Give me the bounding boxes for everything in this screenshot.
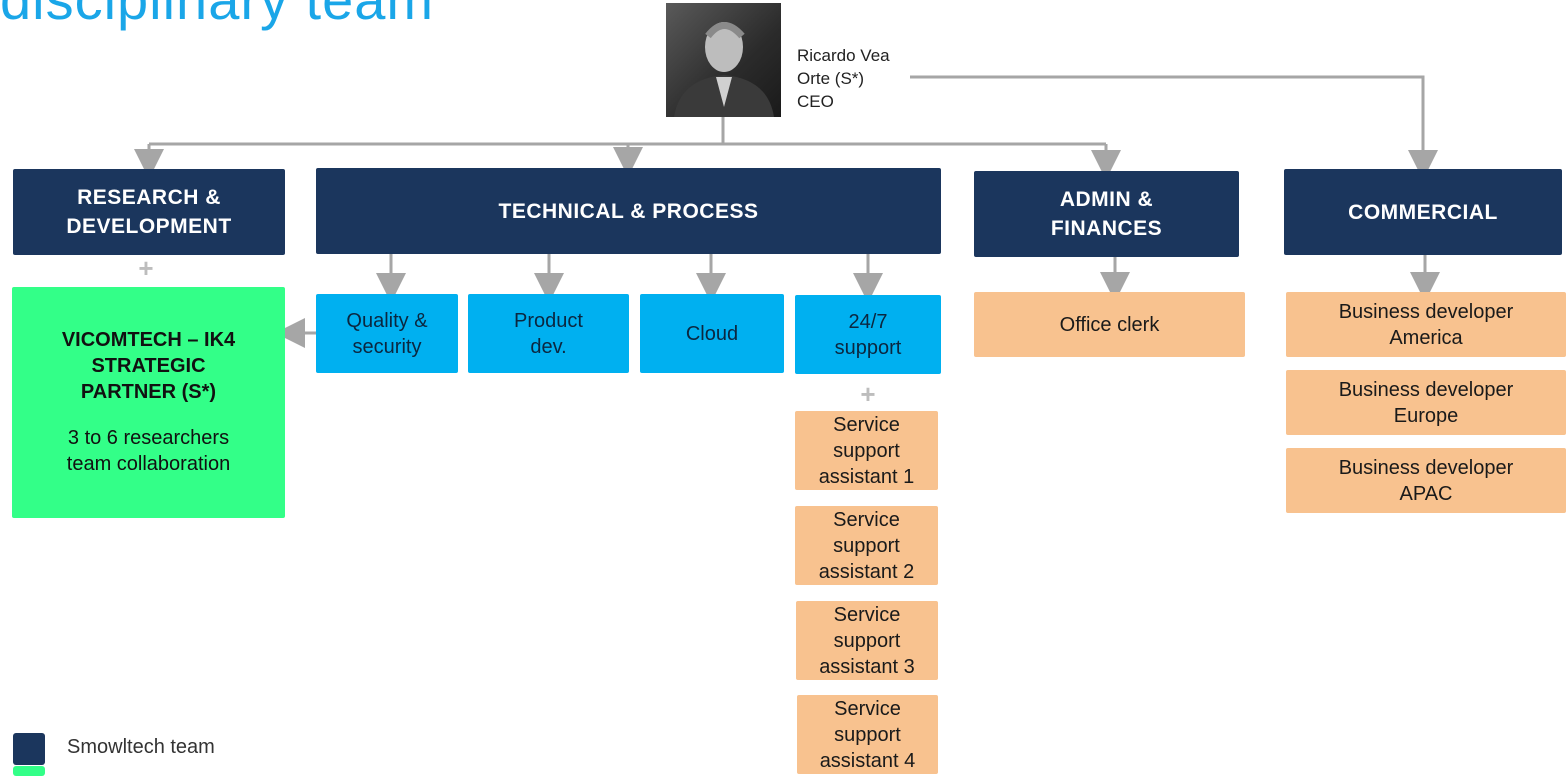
plus-icon: + [138, 253, 154, 283]
partner-box: VICOMTECH – IK4 STRATEGIC PARTNER (S*) 3… [12, 287, 285, 518]
support-assistant-1: Service support assistant 1 [795, 411, 938, 490]
ceo-photo [666, 3, 781, 117]
ceo-label: Ricardo Vea Orte (S*) CEO [797, 44, 890, 113]
unit-cloud: Cloud [640, 294, 784, 373]
support-assistant-3: Service support assistant 3 [796, 601, 938, 680]
dept-commercial: COMMERCIAL [1284, 169, 1562, 255]
legend-swatch-green [13, 766, 45, 776]
dept-research-development: RESEARCH & DEVELOPMENT [13, 169, 285, 255]
dept-technical-process: TECHNICAL & PROCESS [316, 168, 941, 254]
unit-office-clerk: Office clerk [974, 292, 1245, 357]
partner-name: VICOMTECH – IK4 STRATEGIC PARTNER (S*) [61, 329, 236, 403]
partner-description: 3 to 6 researchers team collaboration [66, 427, 231, 475]
support-assistant-2: Service support assistant 2 [795, 506, 938, 585]
dept-admin-finances: ADMIN & FINANCES [974, 171, 1239, 257]
plus-icon: + [860, 379, 876, 409]
unit-quality-security: Quality & security [316, 294, 458, 373]
business-developer-europe: Business developer Europe [1286, 370, 1566, 435]
legend-label: Smowltech team [67, 736, 215, 758]
ceo-name: Ricardo Vea Orte (S*) [797, 46, 890, 88]
unit-24-7-support: 24/7 support [795, 295, 941, 374]
ceo-role: CEO [797, 92, 834, 111]
business-developer-america: Business developer America [1286, 292, 1566, 357]
support-assistant-4: Service support assistant 4 [797, 695, 938, 774]
page-title: disciplinary team [0, 0, 434, 28]
legend-swatch-navy [13, 733, 45, 765]
unit-product-dev: Product dev. [468, 294, 629, 373]
business-developer-apac: Business developer APAC [1286, 448, 1566, 513]
person-portrait-icon [674, 22, 774, 117]
